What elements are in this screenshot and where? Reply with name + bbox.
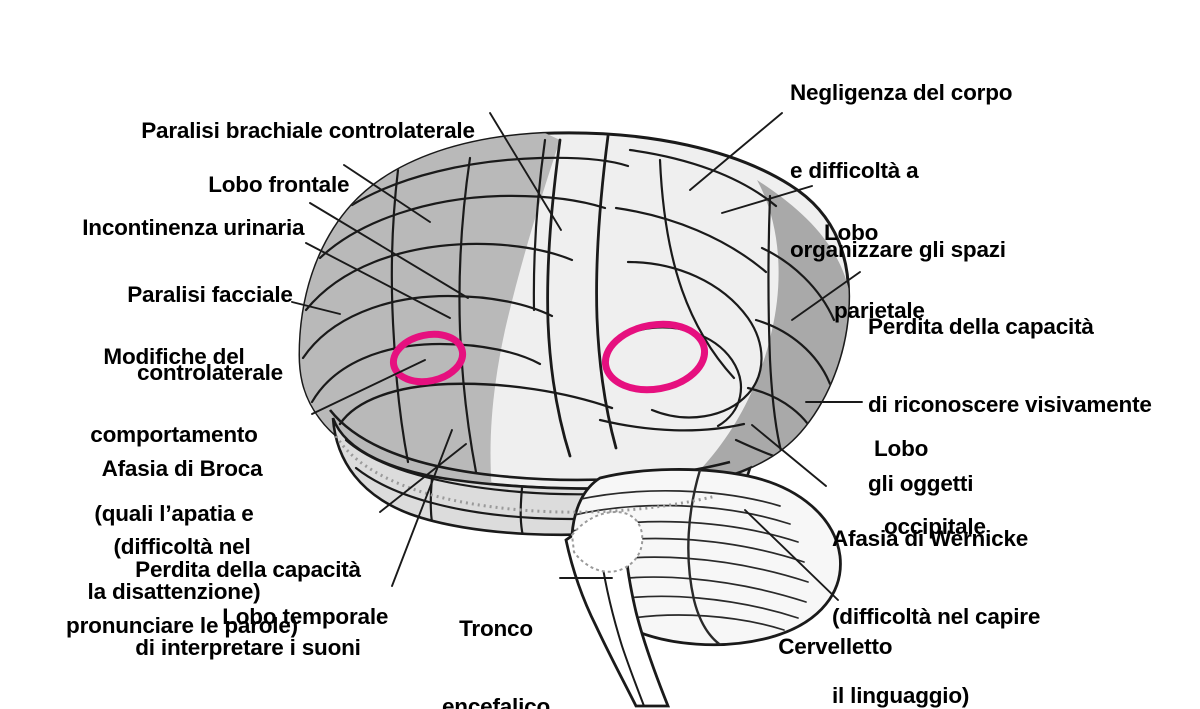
label-perdita-capacita-riconoscere-oggetti: Perdita della capacità di riconoscere vi… [868,262,1152,549]
label-line: organizzare gli spazi [790,236,1006,262]
sulcus-frontal-v1 [390,168,410,464]
label-line: Incontinenza urinaria [82,215,305,241]
sulcus-temporal-2 [519,486,526,535]
label-line: Lobo temporale [222,604,389,630]
label-line: (difficoltà nel capire [832,604,1041,630]
label-line: encefalico [441,694,551,709]
label-line: comportamento [90,422,258,448]
leader-perdita-oggetti [791,271,861,321]
cerebellum-folium-1 [575,490,781,507]
label-line: occipitale [884,514,986,540]
label-line: Lobo [874,436,929,462]
leader-lines [291,112,863,601]
label-perdita-capacita-interpretare-suoni: Perdita della capacità di interpretare i… [116,505,380,709]
label-line: Perdita della capacità [135,557,361,583]
label-line: Lobo frontale [208,172,350,198]
leader-afasia-wernicke [751,424,827,487]
temporal-pole-lobule [338,382,614,426]
wernicke-area-circle[interactable] [600,317,710,397]
label-line: il linguaggio) [832,682,970,708]
label-lobo-temporale: Lobo temporale [198,578,388,656]
supramarginal-gyrus [626,260,763,419]
frontal-lobe-region [300,133,560,489]
leader-paralisi-facciale [305,242,451,319]
gyrus-parietal-3 [598,418,746,432]
label-line: parietale [834,298,925,324]
leader-paralisi-brachiale [489,112,562,231]
label-lobo-occipitale: Lobo occipitale [874,384,986,593]
gyrus-parietal-1 [628,148,778,208]
label-paralisi-facciale-controlaterale: Paralisi facciale controlaterale [120,230,300,439]
gyrus-occipital-2 [754,318,832,386]
cerebrum-shadow-edge [334,435,717,514]
brainstem-inner-line [599,547,645,707]
leader-afasia-broca [311,359,426,415]
leader-lobo-temporale [391,429,453,587]
label-paralisi-brachiale-controlaterale: Paralisi brachiale controlaterale [117,92,475,170]
highlight-circles [389,317,710,397]
parieto-occipital-boundary [767,194,786,464]
label-line: gli oggetti [868,470,974,496]
label-afasia-di-broca: Afasia di Broca (difficoltà nel pronunci… [54,404,310,691]
label-line: Modifiche del [103,344,245,370]
label-negligenza-del-corpo: Negligenza del corpo e difficoltà a orga… [790,28,1012,315]
precentral-gyrus-edge [595,134,618,450]
label-cervelletto: Cervelletto [754,608,892,686]
label-tronco-encefalico: Tronco encefalico [432,564,560,709]
gyrus-frontal-4 [301,294,554,360]
label-line: Paralisi brachiale controlaterale [141,118,475,144]
broca-area-circle[interactable] [389,328,467,388]
label-line: Perdita della capacità [868,314,1094,340]
label-line: pronunciare le parole) [66,612,298,638]
label-line: Lobo [824,220,879,246]
label-line: controlaterale [137,360,283,386]
cerebellum-hemisphere-split [687,469,724,645]
label-line: Afasia di Broca [101,456,263,482]
label-modifiche-del-comportamento: Modifiche del comportamento (quali l’apa… [66,292,282,657]
label-line: Tronco [459,616,533,642]
label-lobo-frontale: Lobo frontale [184,146,349,224]
label-line: Negligenza del corpo [790,80,1013,106]
leader-lobo-parietale [721,185,813,214]
central-sulcus [546,138,572,458]
pons-bulge [570,510,644,573]
leader-cervelletto [744,509,839,601]
label-incontinenza-urinaria: Incontinenza urinaria [58,189,304,267]
gyrus-parietal-2 [614,206,768,274]
label-line: la disattenzione) [87,579,261,605]
brain-body [298,131,851,708]
occipital-lobe-region [700,180,849,484]
sulcus-frontal-v2 [458,156,478,474]
leader-negligenza-corpo [689,112,783,191]
cerebellum-folium-8 [619,614,785,631]
label-line: Afasia di Wernicke [832,526,1029,552]
label-line: Paralisi facciale [127,282,293,308]
gyrus-frontal-5 [310,342,542,404]
leader-perdita-suoni [379,443,467,513]
label-line: (quali l’apatia e [94,500,254,526]
label-lobo-parietale: Lobo parietale [824,168,925,377]
label-line: (difficoltà nel [113,534,251,560]
gyrus-occipital-1 [760,246,836,322]
cerebellum-folium-2 [571,504,791,525]
label-line: e difficoltà a [790,158,919,184]
label-line: Cervelletto [778,634,893,660]
leader-modifiche-comportamento [291,301,341,315]
sulcus-intraparietal [658,158,736,380]
label-afasia-di-wernicke: Afasia di Wernicke (difficoltà nel capir… [832,474,1040,709]
label-line: di interpretare i suoni [135,635,361,661]
label-line: di riconoscere visivamente [868,392,1152,418]
leader-lobo-frontale [343,164,431,223]
leader-incontinenza-urinaria [309,202,469,299]
sulcus-frontal-v3 [532,138,547,312]
